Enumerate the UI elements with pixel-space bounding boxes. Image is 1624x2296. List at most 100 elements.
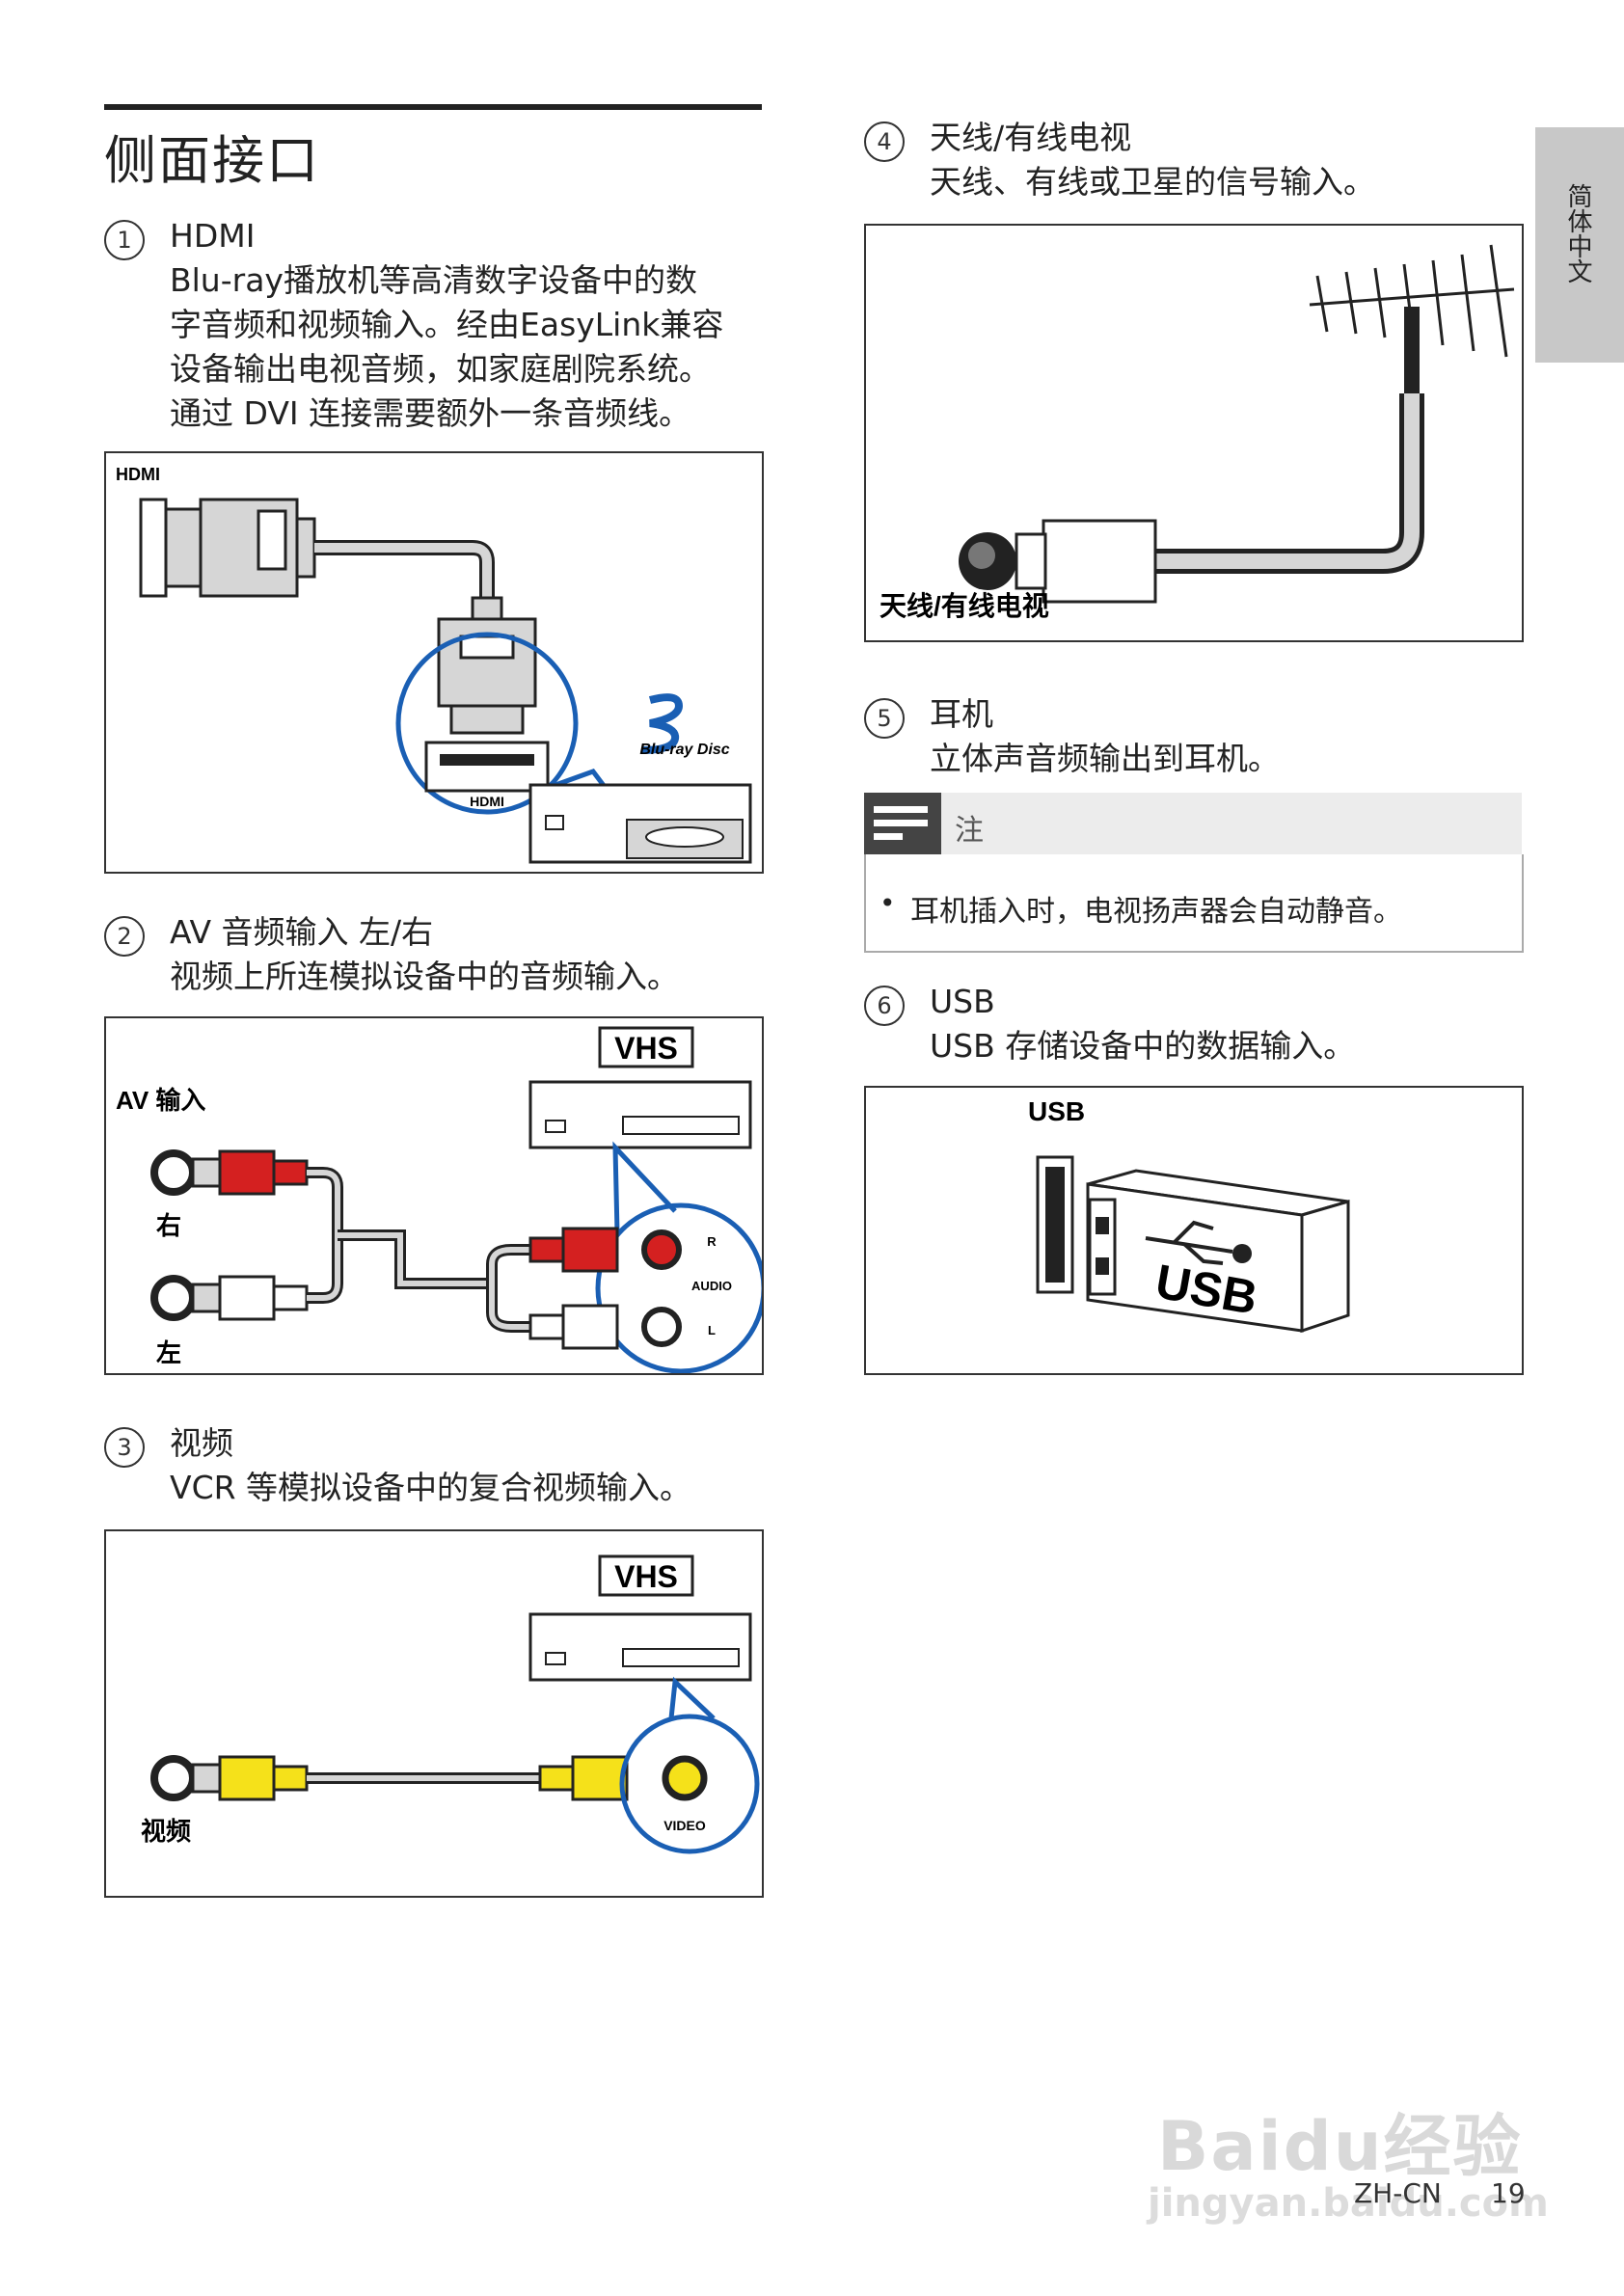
video-figure: VHS VIDEO 视频 xyxy=(104,1529,764,1898)
vhs-logo-label-2: VHS xyxy=(614,1559,678,1594)
bluray-disc-icon xyxy=(641,693,684,754)
hdmi-plug-tip xyxy=(164,507,203,588)
vcr-tape-slot xyxy=(622,1116,740,1135)
av-device-plug-white xyxy=(561,1304,619,1350)
av-device-plug-red xyxy=(561,1227,619,1273)
hdmi-callout-circle xyxy=(395,632,579,815)
video-callout-circle xyxy=(619,1714,760,1854)
hdmi-device-port xyxy=(424,741,550,793)
antenna-plug-tip xyxy=(1015,532,1047,590)
antenna-mast xyxy=(1404,307,1420,393)
av-device-l-label: L xyxy=(708,1323,716,1337)
antenna-diagram: 天线/有线电视 xyxy=(880,244,1515,621)
av-left-socket xyxy=(150,1275,197,1321)
hdmi-figure: HDMI HDMI Blu-ray Disc xyxy=(104,451,764,874)
item-4-number: 4 xyxy=(864,122,905,162)
av-right-label: 右 xyxy=(156,1211,181,1240)
note-heading: 注 xyxy=(955,814,984,848)
video-callout-pointer xyxy=(668,1676,716,1720)
note-icon-box xyxy=(864,793,941,854)
av-cable-outline-right xyxy=(486,1244,530,1333)
footer-lang: ZH-CN xyxy=(1354,2177,1442,2209)
baidu-watermark-brand: Baidu经验 xyxy=(1157,2107,1523,2186)
hdmi-diagram: HDMI HDMI Blu-ray Disc xyxy=(116,465,752,864)
vcr-tape-slot-2 xyxy=(622,1648,740,1667)
item-3-line-1: VCR 等模拟设备中的复合视频输入。 xyxy=(170,1469,692,1506)
item-1-line-3: 设备输出电视音频，如家庭剧院系统。 xyxy=(170,350,711,388)
item-3-text: 视频 VCR 等模拟设备中的复合视频输入。 xyxy=(170,1421,691,1510)
usb-figure: USB USB xyxy=(864,1086,1524,1375)
av-right-plug-red xyxy=(218,1149,276,1196)
item-3-title: 视频 xyxy=(170,1424,233,1462)
usb-diagram: USB USB xyxy=(1028,1096,1350,1334)
hdmi-cable xyxy=(314,543,492,598)
av-right-plug-tip xyxy=(191,1157,224,1188)
language-side-tab xyxy=(1535,127,1624,363)
av-left-label: 左 xyxy=(156,1338,181,1367)
vhs-logo-box xyxy=(598,1026,694,1068)
usb-port-slot xyxy=(1045,1167,1065,1283)
antenna-boom xyxy=(1309,287,1515,307)
video-plug-yellow xyxy=(218,1755,276,1801)
av-cable-outline-left xyxy=(307,1167,343,1304)
antenna-socket-inner xyxy=(968,542,995,569)
bluray-disc-icon-2 xyxy=(645,826,724,848)
av-left-plug-grip xyxy=(272,1284,309,1311)
item-4-text: 天线/有线电视 天线、有线或卫星的信号输入。 xyxy=(930,116,1375,204)
vcr-body xyxy=(528,1080,752,1149)
hdmi-port-label: HDMI xyxy=(470,794,504,809)
antenna-plug-body xyxy=(1042,519,1157,604)
antenna-label: 天线/有线电视 xyxy=(880,591,1049,621)
item-6-line-1: USB 存储设备中的数据输入。 xyxy=(930,1027,1356,1065)
usb-stick-pin-2 xyxy=(1096,1257,1109,1275)
vhs-logo-label: VHS xyxy=(614,1031,678,1066)
vcr-button xyxy=(545,1120,566,1133)
vcr-body-2 xyxy=(528,1612,752,1682)
item-6-text: USB USB 存储设备中的数据输入。 xyxy=(930,980,1355,1068)
hdmi-plug2-collar xyxy=(471,596,503,621)
hdmi-cable-outline xyxy=(314,540,495,598)
item-2-text: AV 音频输入 左/右 视频上所连模拟设备中的音频输入。 xyxy=(170,910,679,999)
item-4-title: 天线/有线电视 xyxy=(930,119,1132,156)
av-device-r-label: R xyxy=(707,1234,717,1249)
hdmi-plug2-grip xyxy=(459,635,515,660)
vhs-logo-box-2 xyxy=(598,1554,694,1597)
bluray-player-button xyxy=(545,815,564,830)
hdmi-plug-collar xyxy=(295,517,316,579)
av-left-plug-tip xyxy=(191,1283,224,1313)
item-1-number: 1 xyxy=(104,220,145,260)
item-5-text: 耳机 立体声音频输出到耳机。 xyxy=(930,692,1280,781)
av-device-plug-red-grip xyxy=(528,1236,565,1263)
item-1-text: HDMI Blu-ray播放机等高清数字设备中的数 字音频和视频输入。经由Eas… xyxy=(170,214,723,436)
item-1-title: HDMI xyxy=(170,217,256,255)
antenna-figure: 天线/有线电视 xyxy=(864,224,1524,642)
av-right-socket xyxy=(150,1149,197,1196)
item-1-line-2: 字音频和视频输入。经由EasyLink兼容 xyxy=(170,306,724,343)
hdmi-logo-label: HDMI xyxy=(116,465,160,484)
av-diagram: VHS AV 输入 右 左 R AUDI xyxy=(116,1026,762,1373)
usb-stick-side xyxy=(1300,1200,1350,1334)
video-plug-tip xyxy=(191,1763,224,1794)
antenna-cable xyxy=(1155,393,1420,569)
av-callout-circle xyxy=(595,1202,762,1373)
usb-trident-icon xyxy=(1145,1220,1233,1265)
item-1-line-1: Blu-ray播放机等高清数字设备中的数 xyxy=(170,261,697,299)
av-callout-pointer xyxy=(612,1141,677,1233)
video-diagram: VHS VIDEO 视频 xyxy=(141,1554,760,1854)
antenna-cable-outline xyxy=(1155,393,1424,574)
note-text: 耳机插入时，电视扬声器会自动静音。 xyxy=(910,895,1402,929)
hdmi-port-icon xyxy=(139,498,168,598)
note-lines-icon xyxy=(874,806,928,840)
hdmi-device-port-slot xyxy=(440,754,534,766)
item-2-line-1: 视频上所连模拟设备中的音频输入。 xyxy=(170,958,679,995)
av-device-audio-label: AUDIO xyxy=(691,1279,732,1293)
item-5-number: 5 xyxy=(864,698,905,739)
av-device-socket-red xyxy=(641,1229,682,1270)
hdmi-plug-grip xyxy=(257,509,287,571)
note-body xyxy=(864,854,1524,953)
item-6-number: 6 xyxy=(864,986,905,1026)
video-socket xyxy=(150,1755,197,1801)
item-2-number: 2 xyxy=(104,916,145,957)
vcr-button-2 xyxy=(545,1652,566,1665)
video-device-plug xyxy=(571,1755,629,1801)
